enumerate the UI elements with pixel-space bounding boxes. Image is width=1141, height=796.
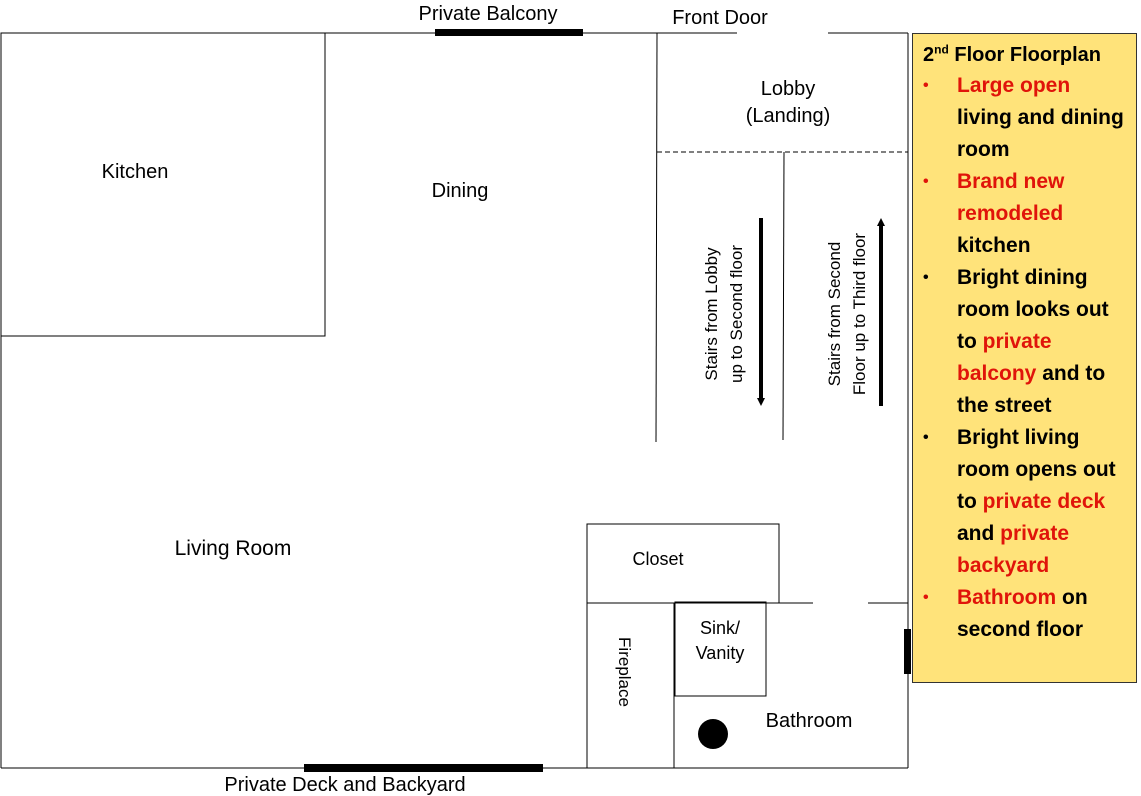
stairs-down-arrow-icon [757, 218, 765, 406]
feature-list: • Large open living and dining room • Brand… [923, 70, 1128, 646]
feature-item: • Large open living and dining room [923, 70, 1128, 166]
stairs-down-label-line2: up to Second floor [727, 245, 746, 383]
bullet-icon: • [923, 429, 929, 446]
feature-text: Brand new remodeled [957, 170, 1065, 225]
feature-text: living and dining room [957, 106, 1124, 161]
title-text: Floor Floorplan [948, 44, 1102, 66]
toilet-icon [698, 719, 728, 749]
feature-text: Bright dining room looks out to [957, 266, 1109, 353]
stairs-up-arrow-icon [877, 218, 885, 406]
feature-item: • Bathroom on second floor [923, 582, 1128, 646]
title-ordinal: nd [934, 42, 949, 57]
vanity-label: Vanity [696, 643, 745, 663]
stairs-up-label-line2: Floor up to Third floor [850, 233, 869, 396]
feature-item: • Bright dining room looks out to private… [923, 262, 1128, 422]
feature-text: and to the street [957, 362, 1106, 417]
feature-text: Large open [957, 74, 1071, 97]
living-room-label: Living Room [175, 537, 292, 560]
bullet-icon: • [923, 589, 929, 606]
private-deck-marker [304, 764, 543, 772]
kitchen-room [0, 32, 326, 337]
lobby-label: Lobby [761, 78, 816, 100]
front-door-label: Front Door [672, 7, 768, 29]
feature-text: kitchen [957, 234, 1031, 257]
stair-wall-left [655, 32, 658, 443]
feature-text: and [957, 522, 1001, 545]
features-panel: 2nd Floor Floorplan • Large open living a… [912, 33, 1137, 683]
private-balcony-marker [435, 29, 583, 36]
private-deck-label: Private Deck and Backyard [224, 774, 465, 796]
stairs-down-label-line1: Stairs from Lobby [702, 247, 721, 381]
bullet-icon: • [923, 77, 929, 94]
bathroom-label: Bathroom [766, 710, 853, 732]
feature-text: Bathroom [957, 586, 1057, 609]
kitchen-label: Kitchen [102, 161, 169, 183]
bullet-icon: • [923, 269, 929, 286]
dining-label: Dining [432, 180, 489, 202]
fireplace-label: Fireplace [615, 637, 634, 707]
feature-item: • Bright living room opens out to private… [923, 422, 1128, 582]
sink-vanity [674, 601, 767, 697]
feature-text: Bright living room opens out to [957, 426, 1116, 513]
closet-label: Closet [632, 549, 683, 569]
private-balcony-label: Private Balcony [419, 3, 558, 25]
feature-text: private backyard [957, 522, 1070, 577]
title-number: 2 [923, 44, 935, 66]
feature-text: private balcony [957, 330, 1052, 385]
sink-label: Sink/ [700, 618, 740, 638]
stair-divider [782, 151, 785, 441]
feature-item: • Brand new remodeled kitchen [923, 166, 1128, 262]
feature-text: private deck [982, 490, 1106, 513]
feature-text: on second floor [957, 586, 1088, 641]
stairs-up-label-line1: Stairs from Second [825, 242, 844, 387]
bathroom-window-marker [904, 629, 911, 674]
landing-label: (Landing) [746, 105, 831, 127]
panel-title: 2nd Floor Floorplan [923, 40, 1128, 70]
bullet-icon: • [923, 173, 929, 190]
